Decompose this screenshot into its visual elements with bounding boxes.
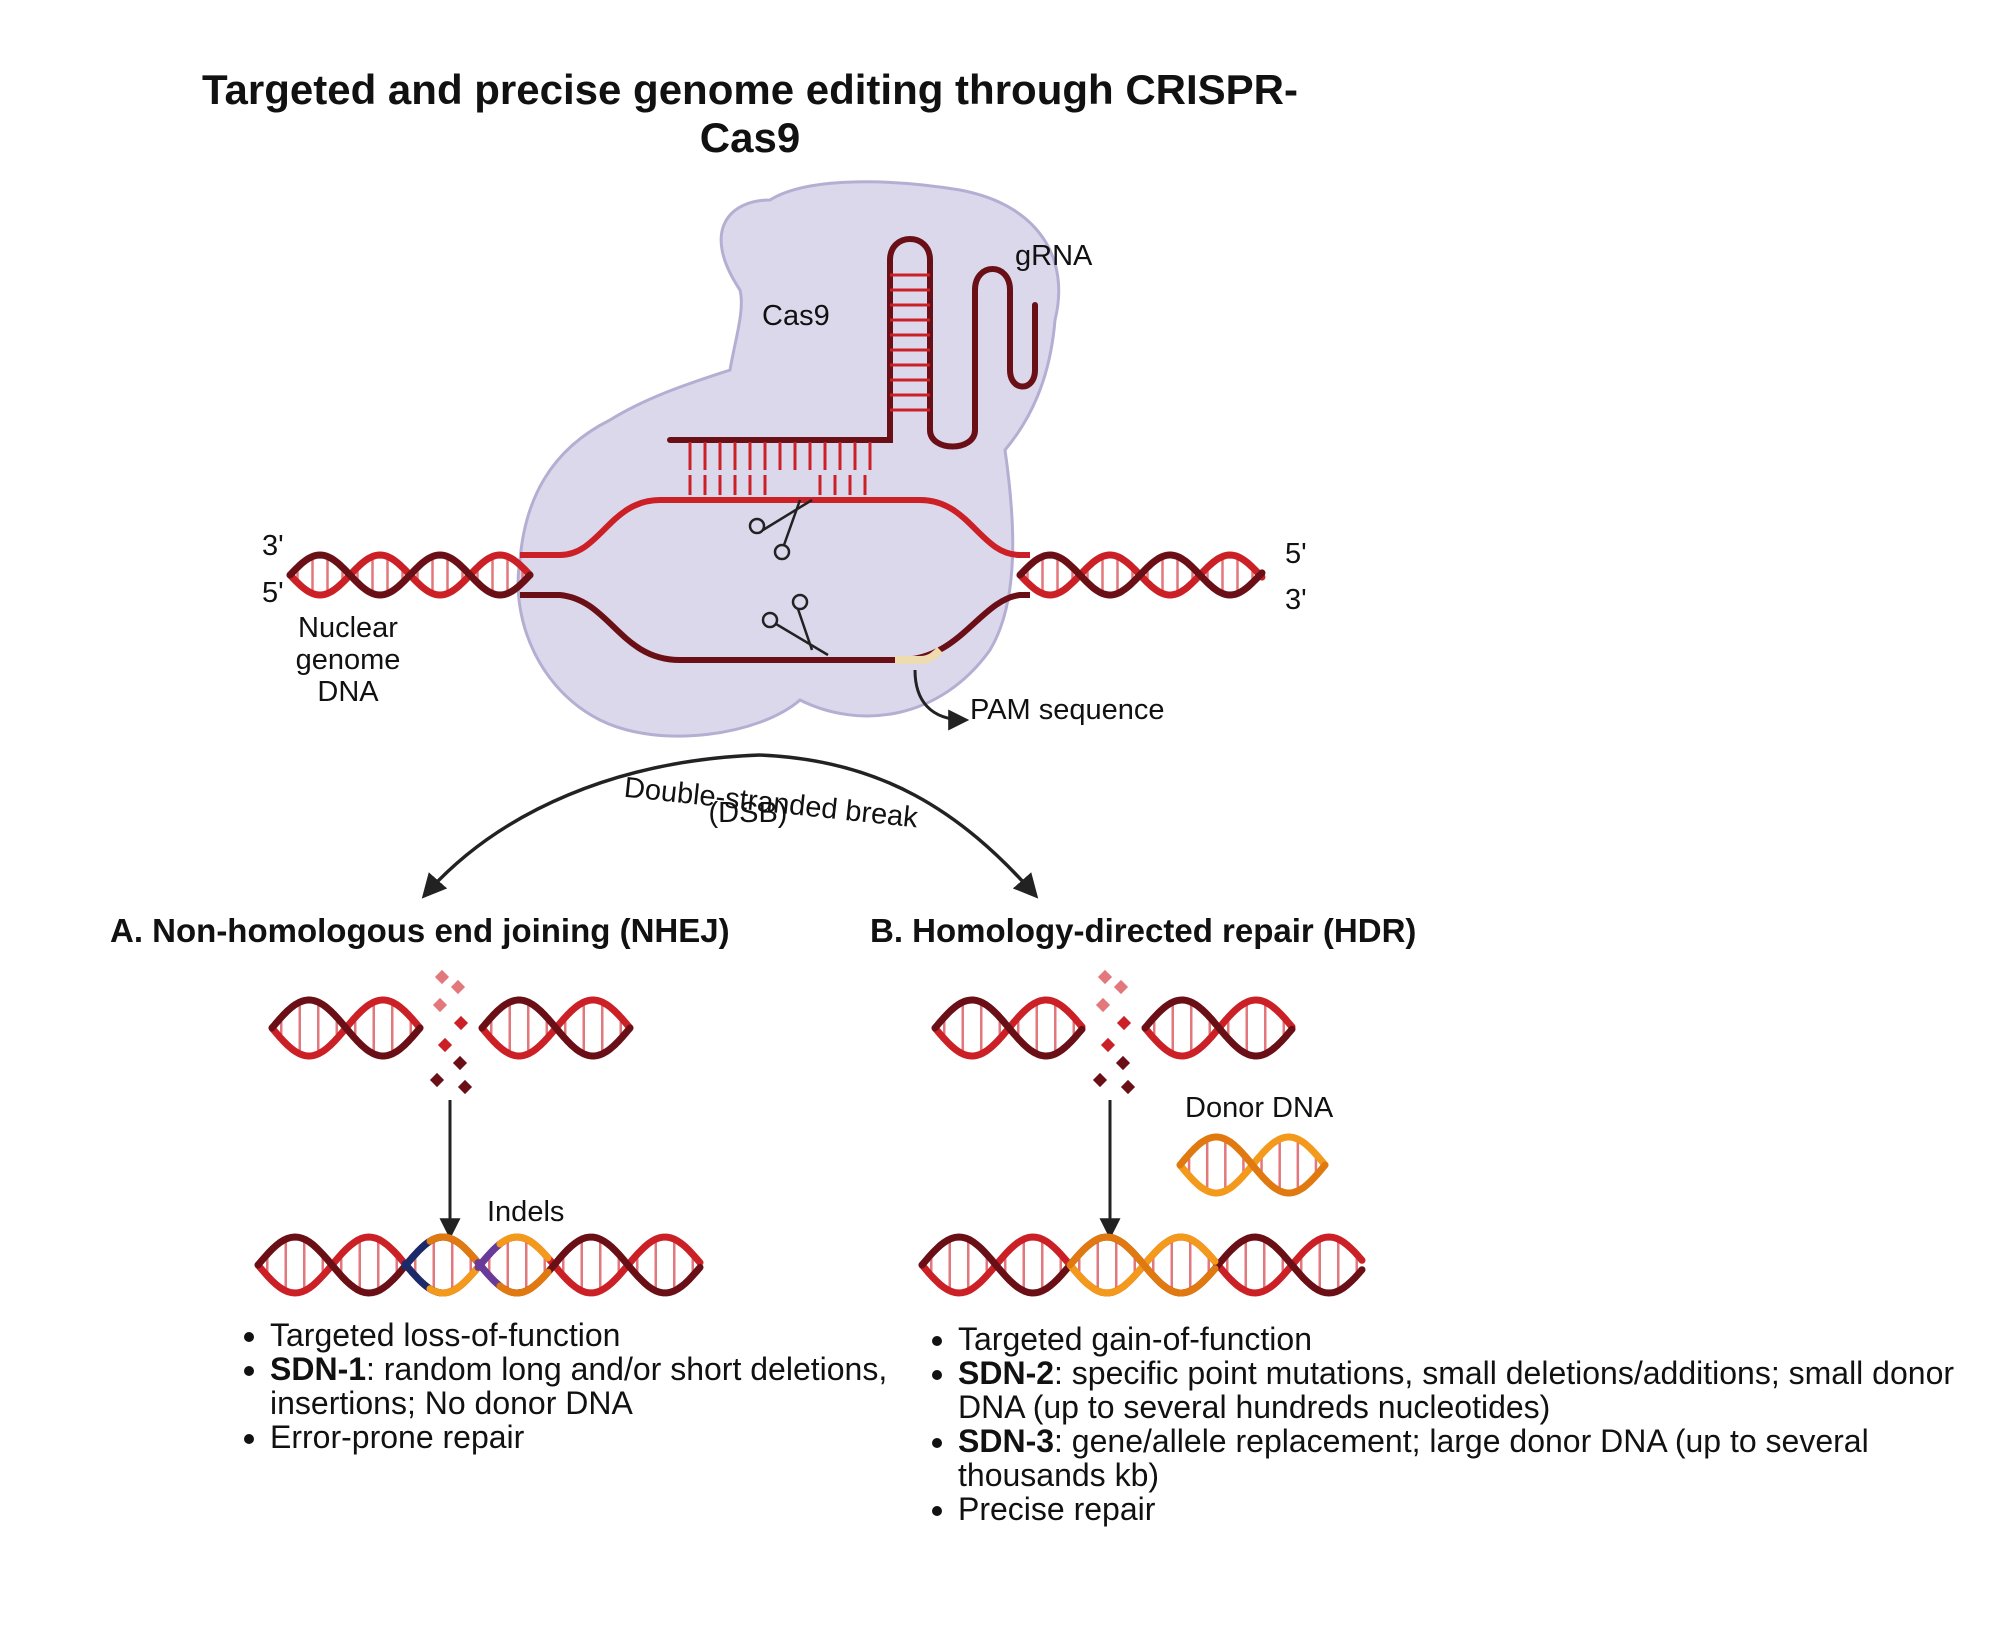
- dna-backbone: [1141, 996, 1296, 1060]
- nhej-heading: A. Non-homologous end joining (NHEJ): [110, 912, 730, 949]
- label-3-prime-left: 3': [262, 530, 284, 562]
- hdr-repaired-dna: [918, 1233, 1366, 1297]
- cas9-label: Cas9: [762, 300, 830, 332]
- dna-segment: [496, 1233, 552, 1262]
- dna-backbone: [286, 551, 534, 599]
- label-5-prime-right: 5': [1285, 538, 1307, 570]
- dsb-arc-arrow-right: [759, 753, 1039, 899]
- dna-segment: [426, 1233, 484, 1269]
- dna-backbone: [478, 996, 634, 1060]
- cas9-protein: [516, 180, 1061, 738]
- hdr-broken-dna: [931, 996, 1296, 1060]
- list-item: SDN-3: gene/allele replacement; large do…: [958, 1424, 1958, 1492]
- target-strand-top: [520, 497, 1030, 558]
- nhej-bullet-list: Targeted loss-of-function SDN-1: random …: [222, 1318, 910, 1454]
- grna-label: gRNA: [1015, 240, 1093, 272]
- donor-dna-helix: [1176, 1133, 1329, 1197]
- grna-target-pairing: [688, 442, 872, 495]
- list-item: SDN-1: random long and/or short deletion…: [270, 1352, 910, 1420]
- grna-strand: [667, 236, 1038, 450]
- list-item: Targeted loss-of-function: [270, 1318, 910, 1352]
- nhej-repaired-dna: [254, 1233, 704, 1297]
- label-5-prime-left: 5': [262, 577, 284, 609]
- scissors-icon: [761, 593, 829, 657]
- donor-dna-label: Donor DNA: [1185, 1092, 1334, 1124]
- dna-backbone: [1176, 1133, 1329, 1197]
- dna-segment: [426, 1261, 484, 1297]
- dna-segment: [1066, 1233, 1219, 1297]
- indels-label: Indels: [487, 1196, 565, 1228]
- hdr-bullet-list: Targeted gain-of-function SDN-2: specifi…: [910, 1322, 1958, 1526]
- nhej-broken-dna: [268, 996, 634, 1060]
- scissors-icon: [748, 498, 813, 561]
- dna-backbone: [931, 996, 1086, 1060]
- list-item: Precise repair: [958, 1492, 1958, 1526]
- list-item: Error-prone repair: [270, 1420, 910, 1454]
- dsb-arc-arrow-left: [421, 753, 761, 899]
- page-title: Targeted and precise genome editing thro…: [202, 66, 1298, 161]
- grna-stem-rungs: [890, 273, 930, 412]
- nhej-fragments: [429, 969, 473, 1095]
- dna-segment: [474, 1259, 504, 1290]
- dna-segment: [496, 1268, 552, 1297]
- list-item: Targeted gain-of-function: [958, 1322, 1958, 1356]
- pam-segment: [895, 647, 943, 664]
- target-strand-bottom: [520, 592, 1030, 663]
- label-3-prime-right: 3': [1285, 584, 1307, 616]
- genome-dna-left: [286, 551, 534, 599]
- list-item: SDN-2: specific point mutations, small d…: [958, 1356, 1958, 1424]
- dna-backbone: [268, 996, 424, 1060]
- pam-arrow: [913, 669, 970, 731]
- dsb-label-abbrev: (DSB): [709, 797, 788, 829]
- hdr-heading: B. Homology-directed repair (HDR): [870, 912, 1417, 949]
- dna-backbone: [1016, 551, 1266, 599]
- hdr-fragments: [1092, 969, 1136, 1095]
- nuclear-genome-dna-label: Nuclear genome DNA: [295, 612, 401, 708]
- pam-sequence-label: PAM sequence: [970, 694, 1165, 726]
- genome-dna-right: [1016, 551, 1266, 599]
